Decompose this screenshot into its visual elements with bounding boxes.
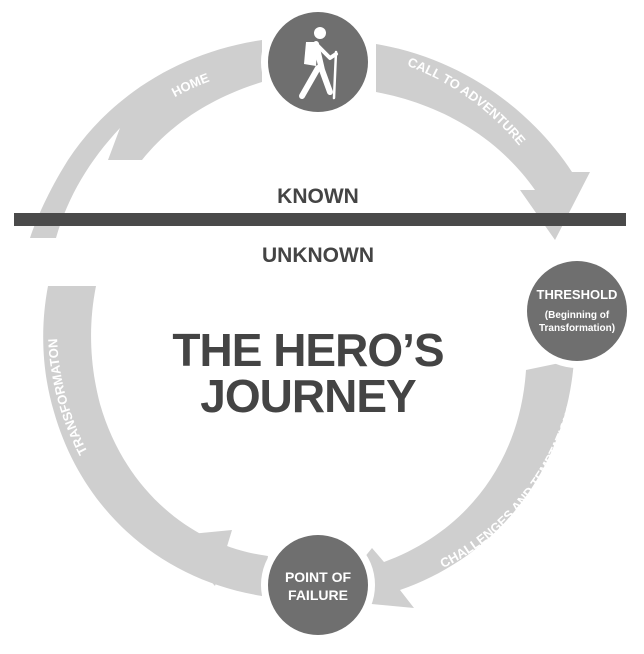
threshold-title: THRESHOLD xyxy=(537,287,618,302)
ring-arrow-transformation xyxy=(170,530,232,586)
point-of-failure-line-2: FAILURE xyxy=(288,587,348,603)
ring-segment-call xyxy=(376,44,590,240)
ring-segment-home xyxy=(30,40,262,238)
unknown-label: UNKNOWN xyxy=(262,244,374,267)
threshold-sub-1: (Beginning of xyxy=(545,310,610,321)
hiker-icon xyxy=(299,27,338,100)
known-unknown-divider xyxy=(14,213,626,226)
ring-segment-transformation xyxy=(43,286,269,596)
node-start xyxy=(261,5,375,119)
title-line-2: JOURNEY xyxy=(200,370,416,422)
point-of-failure-line-1: POINT OF xyxy=(285,569,352,585)
node-point-of-failure: POINT OF FAILURE xyxy=(261,528,375,642)
node-threshold: THRESHOLD (Beginning of Transformation) xyxy=(520,254,634,368)
threshold-sub-2: Transformation) xyxy=(539,323,615,334)
title-line-1: THE HERO’S xyxy=(172,324,443,376)
known-label: KNOWN xyxy=(277,185,359,208)
